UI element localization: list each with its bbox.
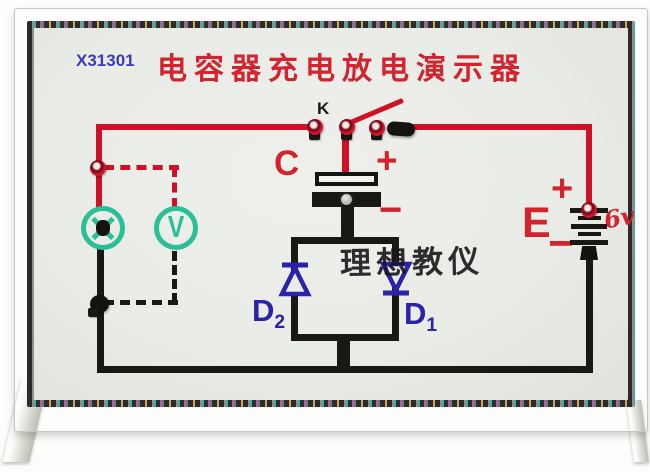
battery-plus-label: + [551, 168, 574, 210]
battery-plate-3 [571, 224, 607, 229]
wire-right-lower-vertical [586, 256, 593, 369]
capacitor-minus-label: − [379, 188, 403, 232]
switch-handle[interactable] [386, 121, 416, 137]
left-negative-nut [88, 308, 99, 317]
wire-capacitor-drop [342, 127, 349, 176]
diode-d1-label: D1 [404, 298, 437, 335]
board-title: 电容器充电放电演示器 [157, 53, 527, 86]
battery-plate-4 [578, 232, 601, 236]
wire-bottom [97, 366, 593, 373]
switch-binding-post-left[interactable] [307, 119, 323, 135]
lamp-bulb-base [96, 220, 110, 236]
capacitor-plus-label: + [376, 140, 398, 181]
battery-plate-2 [578, 216, 601, 220]
battery-top-binding-post[interactable] [581, 202, 597, 218]
capacitor-label: C [274, 144, 300, 183]
switch-post-nut-left [309, 131, 320, 140]
left-binding-post-positive[interactable] [90, 160, 106, 176]
wire-dashed-black-vertical [172, 251, 177, 303]
battery-bottom-terminal[interactable] [580, 246, 598, 260]
diode-d2-subscript: 2 [274, 312, 286, 334]
voltmeter-icon: V [154, 206, 198, 250]
battery-label: E [522, 199, 551, 247]
switch-binding-post-right[interactable] [369, 120, 385, 136]
capacitor-top-plate [315, 172, 378, 186]
battery-minus-label: − [548, 219, 574, 268]
voltmeter-label: V [167, 209, 185, 244]
switch-binding-post-middle[interactable] [339, 119, 355, 135]
diode-d1-letter: D [404, 296, 427, 331]
wire-dashed-black-horizontal [104, 300, 178, 305]
wire-dashed-red-horizontal [104, 165, 179, 170]
lamp-icon [81, 206, 125, 250]
wire-top-right [406, 124, 592, 130]
watermark-text: 理想教仪 [339, 243, 485, 283]
switch-post-nut-middle [341, 131, 352, 140]
diode-d2-symbol [278, 262, 312, 297]
diode-d2-label: D2 [252, 295, 285, 332]
switch-label: K [317, 99, 330, 118]
model-number: X31301 [76, 51, 135, 70]
wire-top-left [96, 124, 314, 130]
diode-d1-symbol [379, 261, 413, 296]
wire-dashed-red-vertical [172, 167, 177, 208]
diode-loop-bottom-lead [337, 339, 350, 369]
diode-d2-letter: D [252, 293, 275, 328]
battery-plate-5 [570, 240, 608, 245]
wire-right-vertical [586, 124, 592, 208]
diode-d1-subscript: 1 [426, 315, 438, 337]
capacitor-lead [341, 205, 354, 241]
